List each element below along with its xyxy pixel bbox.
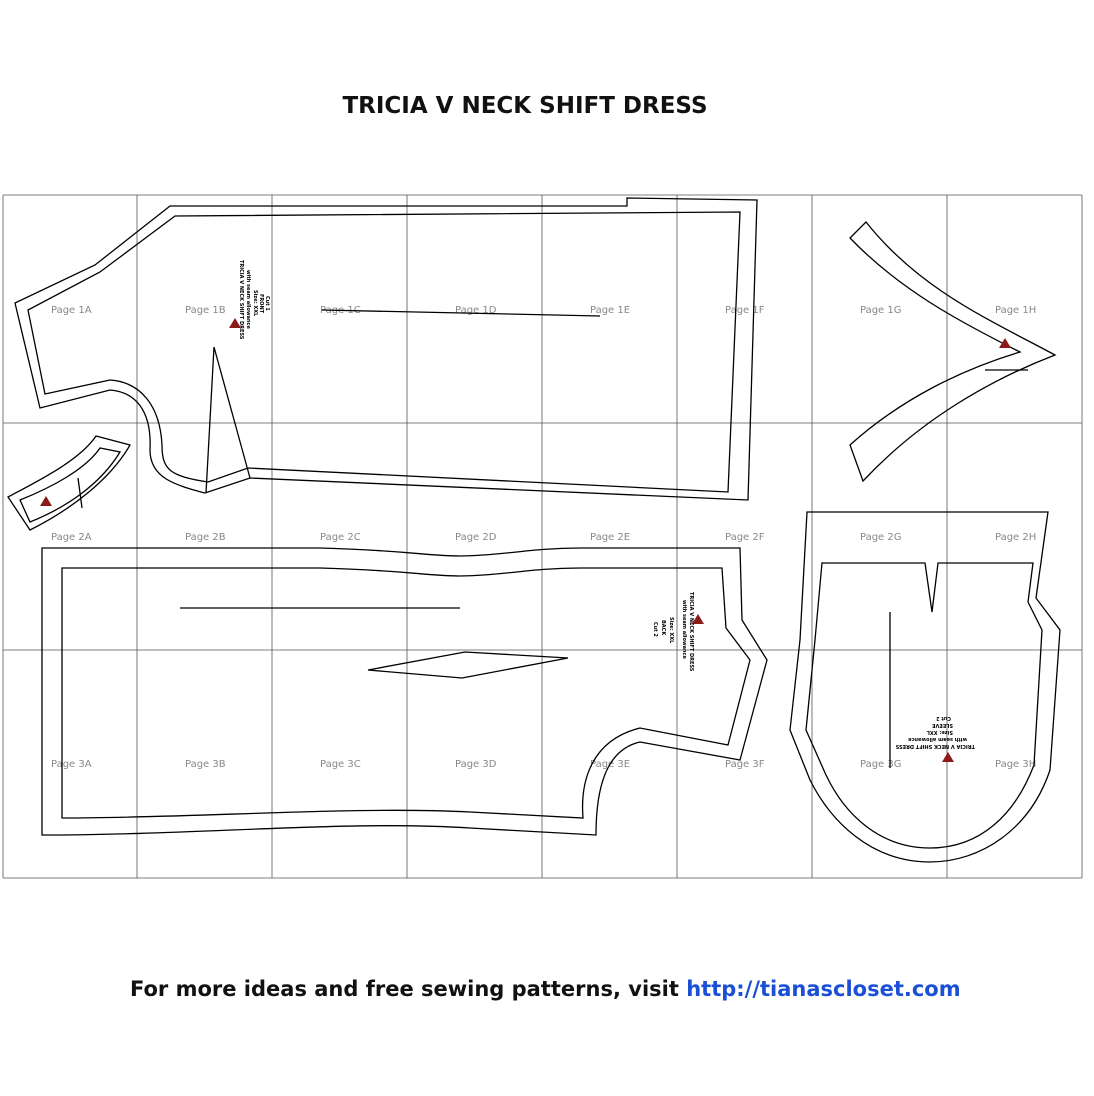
back-label-1: TRICIA V NECK SHIFT DRESS — [688, 592, 694, 672]
back-label-5: Cut 2 — [652, 622, 658, 637]
page-label: Page 3H — [995, 759, 1036, 770]
back-label-4: BACK — [660, 620, 666, 636]
small-facing-piece — [7, 435, 131, 531]
front-label-5: Cut 1 — [264, 296, 270, 311]
front-label-2: with seam allowance — [245, 270, 251, 329]
page-label: Page 3G — [860, 759, 902, 770]
page-label: Page 2D — [455, 532, 497, 543]
page-label: Page 3F — [725, 759, 765, 770]
page-label: Page 2F — [725, 532, 765, 543]
logo-icon — [229, 318, 241, 328]
logo-icon — [40, 496, 52, 506]
front-label-3: Size: XXL — [252, 290, 258, 317]
page-label: Page 1F — [725, 305, 765, 316]
page-title: TRICIA V NECK SHIFT DRESS — [342, 93, 708, 119]
footer: For more ideas and free sewing patterns,… — [130, 977, 961, 1001]
footer-text: For more ideas and free sewing patterns,… — [130, 977, 687, 1001]
page-label: Page 1D — [455, 305, 497, 316]
logo-icon — [692, 614, 704, 624]
front-label-1: TRICIA V NECK SHIFT DRESS — [238, 260, 244, 340]
sleeve-label-2: with seam allowance — [908, 736, 967, 742]
page-label: Page 2E — [590, 532, 630, 543]
page-label: Page 1B — [185, 305, 226, 316]
website-link[interactable]: http://tianascloset.com — [686, 977, 961, 1001]
logo-icon — [999, 338, 1011, 348]
page-label: Page 2G — [860, 532, 902, 543]
page-label: Page 3D — [455, 759, 497, 770]
page-label: Page 1G — [860, 305, 902, 316]
page-label: Page 3A — [51, 759, 92, 770]
page-label: Page 3C — [320, 759, 361, 770]
page-label: Page 2B — [185, 532, 226, 543]
sleeve-label-3: Size: XXL — [926, 729, 953, 735]
sleeve-label-5: Cut 2 — [936, 715, 951, 721]
back-label-3: Size: XXL — [668, 617, 674, 644]
front-piece: TRICIA V NECK SHIFT DRESS with seam allo… — [14, 197, 758, 501]
page-label: Page 2C — [320, 532, 361, 543]
back-label-2: with seam allowance — [681, 600, 687, 659]
page-label: Page 1A — [51, 305, 92, 316]
page-label: Page 2A — [51, 532, 92, 543]
sleeve-label-1: TRICIA V NECK SHIFT DRESS — [895, 743, 975, 749]
front-label-4: FRONT — [258, 294, 264, 314]
page-label: Page 3B — [185, 759, 226, 770]
sleeve-piece: TRICIA V NECK SHIFT DRESS with seam allo… — [789, 511, 1061, 863]
sleeve-label-4: SLEEVE — [932, 722, 953, 728]
page-grid — [2, 194, 1083, 879]
back-piece: TRICIA V NECK SHIFT DRESS with seam allo… — [41, 547, 768, 836]
logo-icon — [942, 752, 954, 762]
page-label: Page 1E — [590, 305, 630, 316]
neck-facing-piece — [849, 221, 1057, 483]
page-label: Page 2H — [995, 532, 1036, 543]
page-label: Page 1H — [995, 305, 1036, 316]
